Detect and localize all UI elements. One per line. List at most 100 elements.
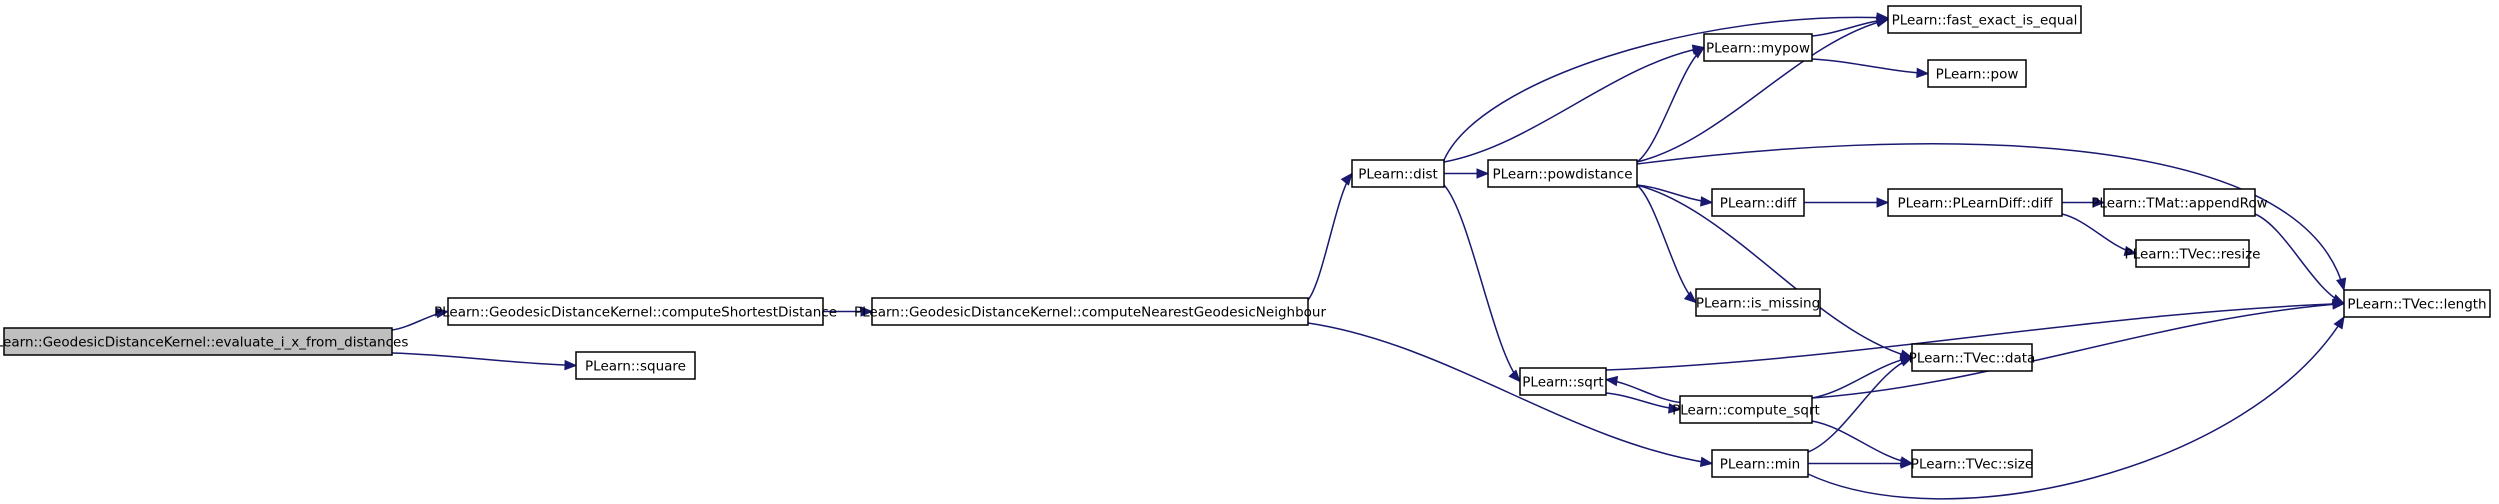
node-powd[interactable]: PLearn::powdistance [1487,159,1638,188]
arrowhead-icon [1700,196,1714,207]
node-mypow[interactable]: PLearn::mypow [1703,33,1813,62]
edge-line [1307,322,1713,465]
node-label: PLearn::TVec::data [1909,351,2036,367]
node-cnear[interactable]: PLearn::GeodesicDistanceKernel::computeN… [854,297,1327,326]
edge-root-to-square [391,352,578,371]
arrowhead-icon [1699,456,1714,467]
arrowhead-icon [1900,458,1914,469]
node-label: PLearn::square [585,359,686,375]
edge-line [1636,18,1889,163]
node-box[interactable] [1887,5,2082,34]
node-size[interactable]: PLearn::TVec::size [1911,449,2033,478]
edge-line [1605,302,2345,371]
node-label: PLearn::TVec::size [1911,457,2033,473]
edge-pldiff-to-resize [2061,213,2138,257]
node-sqrt[interactable]: PLearn::sqrt [1519,367,1607,396]
edge-dist-to-sqrt [1443,184,1521,383]
node-label: PLearn::powdistance [1492,167,1632,183]
node-label: PLearn::GeodesicDistanceKernel::computeN… [854,305,1327,321]
edge-cnear-to-dist [1307,172,1353,301]
node-pldiff[interactable]: PLearn::PLearnDiff::diff [1887,188,2063,217]
node-label: PLearn::is_missing [1696,296,1820,312]
node-label: PLearn::diff [1720,196,1797,212]
arrowhead-icon [1604,375,1619,387]
arrowhead-icon [1899,356,1914,367]
arrowhead-icon [2123,245,2138,257]
node-cshort[interactable]: PLearn::GeodesicDistanceKernel::computeS… [434,297,837,326]
node-diff[interactable]: PLearn::diff [1711,188,1805,217]
node-min[interactable]: PLearn::min [1711,449,1809,478]
node-box[interactable] [1887,188,2063,217]
edge-line [1807,356,1913,453]
node-resize[interactable]: PLearn::TVec::resize [2125,239,2261,268]
node-box[interactable] [447,297,824,326]
arrowhead-icon [1476,168,1490,179]
edge-root-to-cshort [391,307,450,331]
node-box[interactable] [2103,188,2256,217]
edge-csqrt-to-length [1811,299,2346,399]
edge-csqrt-to-size [1811,420,1914,467]
node-label: PLearn::pow [1936,67,2019,83]
arrowhead-icon [1508,369,1521,383]
node-box[interactable] [2135,239,2250,268]
edge-min-to-size [1808,458,1914,469]
arrowhead-icon [2332,299,2346,310]
edge-line [1811,420,1913,465]
edge-powd-to-length [1636,143,2347,292]
node-label: PLearn::dist [1358,167,1438,183]
node-box[interactable] [1695,288,1821,317]
node-box[interactable] [3,327,393,356]
node-root[interactable]: PLearn::GeodesicDistanceKernel::evaluate… [0,327,408,356]
edge-powd-to-ismissing [1636,184,1698,304]
node-fexact[interactable]: PLearn::fast_exact_is_equal [1887,5,2082,34]
edge-line [1807,316,2345,500]
node-box[interactable] [1679,395,1813,424]
edge-mypow-to-fexact [1811,15,1890,37]
node-pow[interactable]: PLearn::pow [1927,59,2027,88]
node-dist[interactable]: PLearn::dist [1351,159,1445,188]
node-box[interactable] [1487,159,1638,188]
edge-line [391,352,577,367]
node-ismissing[interactable]: PLearn::is_missing [1695,288,1821,317]
node-box[interactable] [1519,367,1607,396]
node-box[interactable] [1711,188,1805,217]
edge-line [1636,184,1913,359]
node-box[interactable] [2343,289,2491,318]
arrowhead-icon [2092,197,2106,208]
node-append[interactable]: PLearn::TMat::appendRow [2091,188,2268,217]
node-box[interactable] [1703,33,1813,62]
node-box[interactable] [1911,449,2033,478]
edge-diff-to-pldiff [1804,197,1890,208]
edge-dist-to-mypow [1443,44,1706,163]
arrowhead-icon [1916,67,1930,79]
edges-layer [391,12,2347,500]
edge-line [1443,46,1705,163]
node-label: PLearn::PLearnDiff::diff [1897,196,2053,212]
edge-mypow-to-pow [1811,58,1930,79]
edge-min-to-data [1807,356,1914,453]
node-label: PLearn::fast_exact_is_equal [1892,13,2078,29]
node-square[interactable]: PLearn::square [575,351,696,380]
node-length[interactable]: PLearn::TVec::length [2343,289,2491,318]
node-box[interactable] [1927,59,2027,88]
node-box[interactable] [1711,449,1809,478]
edge-line [1636,46,1705,163]
edge-line [1307,173,1353,301]
edge-line [1811,58,1929,75]
node-data[interactable]: PLearn::TVec::data [1909,343,2036,372]
node-label: PLearn::sqrt [1522,375,1603,391]
node-box[interactable] [1911,343,2033,372]
arrowhead-icon [1668,403,1682,414]
edge-line [1636,143,2345,291]
edge-dist-to-powd [1443,168,1490,179]
node-label: PLearn::GeodesicDistanceKernel::evaluate… [0,335,408,351]
arrowhead-icon [1876,15,1890,26]
node-label: PLearn::min [1720,457,1800,473]
node-box[interactable] [1351,159,1445,188]
node-csqrt[interactable]: PLearn::compute_sqrt [1672,395,1820,424]
edge-line [1636,184,1697,304]
node-box[interactable] [871,297,1309,326]
node-box[interactable] [575,351,696,380]
edge-sqrt-to-csqrt [1605,392,1682,414]
arrowhead-icon [2333,315,2345,330]
